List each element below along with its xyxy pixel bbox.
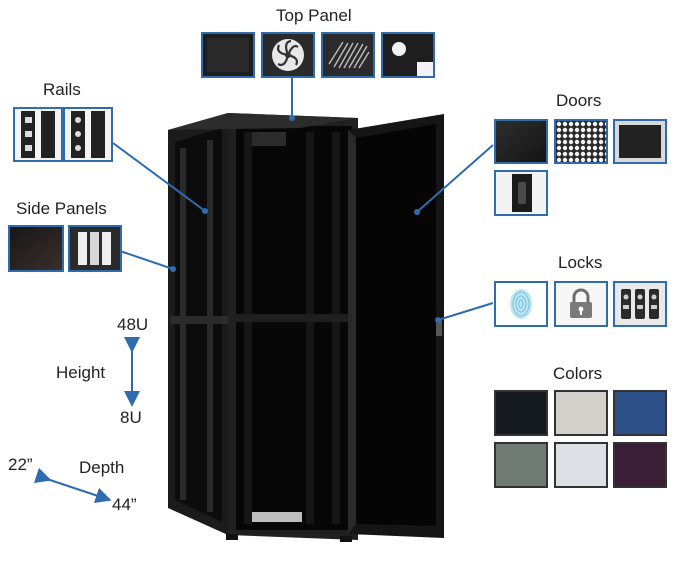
solid-side-panel-icon[interactable] bbox=[8, 225, 64, 272]
combination-lock-icon[interactable] bbox=[613, 281, 667, 327]
color-swatch[interactable] bbox=[554, 390, 608, 436]
depth-min-label: 22” bbox=[8, 455, 33, 474]
depth-max-label: 44” bbox=[112, 495, 137, 514]
color-swatch[interactable] bbox=[494, 442, 548, 488]
solid-panel-icon[interactable] bbox=[201, 32, 255, 78]
key-lock-icon[interactable] bbox=[554, 281, 608, 327]
rail-round-hole-icon[interactable] bbox=[63, 107, 113, 162]
locks-label: Locks bbox=[558, 253, 603, 272]
solid-door-icon[interactable] bbox=[494, 119, 548, 164]
height-min-label: 8U bbox=[120, 408, 142, 427]
height-max-label: 48U bbox=[117, 315, 149, 334]
cable-cutout-panel-icon[interactable] bbox=[381, 32, 435, 78]
color-swatch[interactable] bbox=[494, 390, 548, 436]
color-swatch[interactable] bbox=[613, 390, 667, 436]
perforated-door-icon[interactable] bbox=[554, 119, 608, 164]
color-swatch[interactable] bbox=[613, 442, 667, 488]
glass-door-icon[interactable] bbox=[613, 119, 667, 164]
colors-label: Colors bbox=[553, 364, 603, 383]
rails-label: Rails bbox=[43, 80, 81, 99]
fan-panel-icon[interactable] bbox=[261, 32, 315, 78]
doors-label: Doors bbox=[556, 91, 602, 110]
depth-label: Depth bbox=[79, 458, 125, 477]
door-handle-icon[interactable] bbox=[494, 170, 548, 216]
vented-panel-icon[interactable] bbox=[321, 32, 375, 78]
color-swatch[interactable] bbox=[554, 442, 608, 488]
side-panels-label: Side Panels bbox=[16, 199, 107, 218]
rail-square-hole-icon[interactable] bbox=[13, 107, 63, 162]
fingerprint-lock-icon[interactable] bbox=[494, 281, 548, 327]
vented-side-panel-icon[interactable] bbox=[68, 225, 122, 272]
top-panel-label: Top Panel bbox=[276, 6, 352, 25]
height-label: Height bbox=[56, 363, 106, 382]
